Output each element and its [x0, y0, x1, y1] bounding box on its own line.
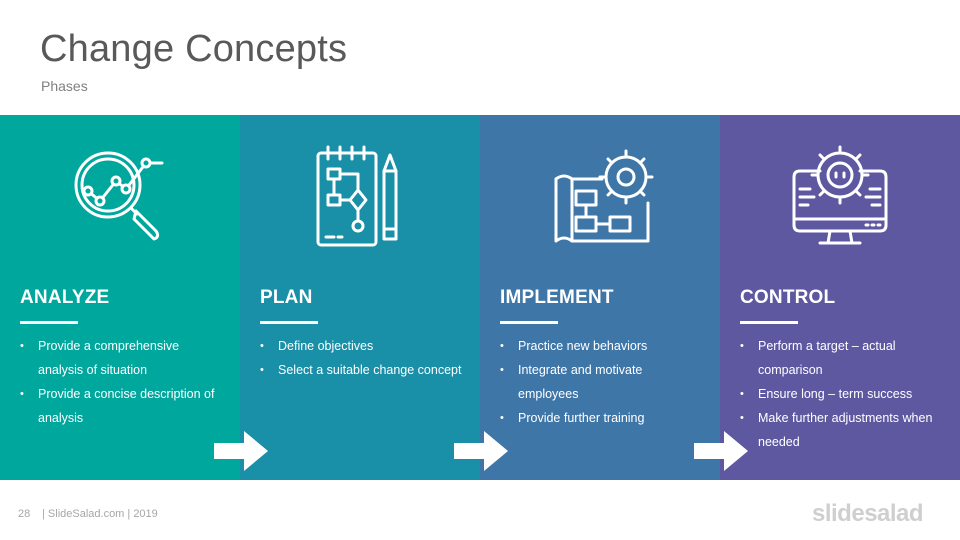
bullet-list: Perform a target – actual comparison Ens…: [740, 334, 945, 454]
bullet-list: Practice new behaviors Integrate and mot…: [500, 334, 705, 430]
magnifier-chart-icon: [0, 143, 240, 253]
monitor-gear-icon: [720, 143, 960, 253]
panel-implement: IMPLEMENT Practice new behaviors Integra…: [480, 115, 720, 480]
panel-control: CONTROL Perform a target – actual compar…: [720, 115, 960, 480]
bullet-item: Provide a concise description of analysi…: [20, 382, 225, 430]
heading-underline: [260, 321, 318, 324]
bullet-list: Define objectives Select a suitable chan…: [260, 334, 465, 382]
right-arrow-icon: [694, 431, 748, 471]
slide-title: Change Concepts: [40, 28, 348, 70]
bullet-item: Integrate and motivate employees: [500, 358, 705, 406]
bullet-item: Make further adjustments when needed: [740, 406, 945, 454]
page-number: 28: [18, 508, 31, 520]
bullet-item: Select a suitable change concept: [260, 358, 465, 382]
panel-heading: CONTROL: [740, 287, 836, 308]
bullet-item: Provide a comprehensive analysis of situ…: [20, 334, 225, 382]
blueprint-gear-icon: [480, 143, 720, 253]
bullet-item: Ensure long – term success: [740, 382, 945, 406]
panel-heading: ANALYZE: [20, 287, 110, 308]
bullet-list: Provide a comprehensive analysis of situ…: [20, 334, 225, 430]
bullet-item: Provide further training: [500, 406, 705, 430]
panel-plan: PLAN Define objectives Select a suitable…: [240, 115, 480, 480]
bullet-item: Perform a target – actual comparison: [740, 334, 945, 382]
slidesalad-logo: slidesalad: [812, 500, 924, 527]
footer-text: | SlideSalad.com | 2019: [42, 508, 158, 520]
slide-subtitle: Phases: [41, 78, 88, 94]
right-arrow-icon: [214, 431, 268, 471]
panel-heading: PLAN: [260, 287, 313, 308]
heading-underline: [740, 321, 798, 324]
heading-underline: [20, 321, 78, 324]
phases-panels: ANALYZE Provide a comprehensive analysis…: [0, 115, 960, 480]
bullet-item: Define objectives: [260, 334, 465, 358]
notepad-flowchart-icon: [240, 143, 480, 253]
right-arrow-icon: [454, 431, 508, 471]
panel-heading: IMPLEMENT: [500, 287, 614, 308]
bullet-item: Practice new behaviors: [500, 334, 705, 358]
heading-underline: [500, 321, 558, 324]
panel-analyze: ANALYZE Provide a comprehensive analysis…: [0, 115, 240, 480]
